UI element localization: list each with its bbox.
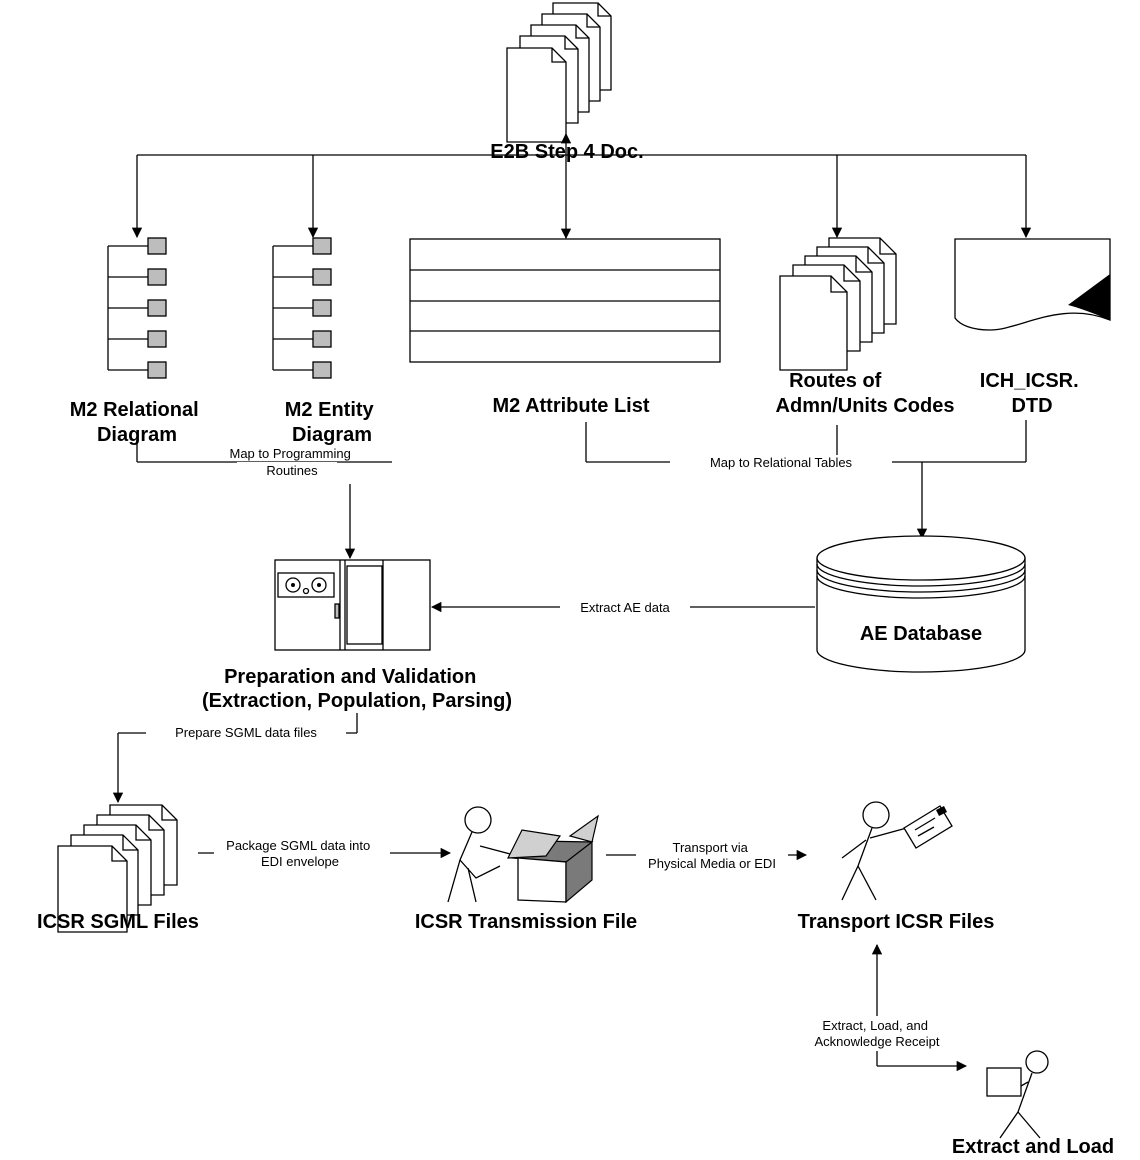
m2-attribute-label: M2 Attribute List <box>492 395 649 417</box>
prepare-sgml-label: Prepare SGML data files <box>175 725 317 740</box>
ich-dtd-label: ICH_ICSR. DTD <box>980 370 1084 417</box>
relational-tree-icon <box>107 237 167 379</box>
e2b-document-stack-icon <box>506 2 612 143</box>
dtd-document-icon <box>954 238 1111 331</box>
mainframe-computer-icon <box>274 559 431 651</box>
sgml-document-stack-icon <box>57 804 178 933</box>
transport-icsr-label: Transport ICSR Files <box>798 911 995 933</box>
map-programming-label: Map to Programming Routines <box>229 446 354 478</box>
extract-load-label: Extract and Load <box>952 1136 1114 1158</box>
icsr-transmission-label: ICSR Transmission File <box>415 911 637 933</box>
extract-ae-label: Extract AE data <box>580 600 670 615</box>
map-relational-label: Map to Relational Tables <box>710 455 853 470</box>
e2b-doc-label: E2B Step 4 Doc. <box>490 141 643 163</box>
person-packing-box-icon <box>447 806 599 904</box>
person-carrying-box-icon <box>986 1050 1049 1139</box>
m2-relational-label: M2 Relational Diagram <box>70 399 204 446</box>
entity-tree-icon <box>272 237 332 379</box>
routes-codes-label: Routes of Admn/Units Codes <box>776 370 955 417</box>
distribution-connectors <box>131 132 1032 240</box>
ae-database-label: AE Database <box>860 623 982 645</box>
package-sgml-label: Package SGML data into EDI envelope <box>226 838 374 869</box>
attribute-table-icon <box>409 238 721 363</box>
icsr-sgml-label: ICSR SGML Files <box>37 911 199 933</box>
transport-via-label: Transport via Physical Media or EDI <box>648 840 776 871</box>
ae-database-icon <box>816 535 1026 673</box>
prep-validation-label: Preparation and Validation (Extraction, … <box>202 666 512 712</box>
codes-document-stack-icon <box>779 237 897 371</box>
extract-load-ack-label: Extract, Load, and Acknowledge Receipt <box>814 1018 939 1049</box>
map-relational-connectors <box>585 420 1027 540</box>
m2-entity-label: M2 Entity Diagram <box>285 399 379 446</box>
person-carrying-envelope-icon <box>841 801 953 901</box>
